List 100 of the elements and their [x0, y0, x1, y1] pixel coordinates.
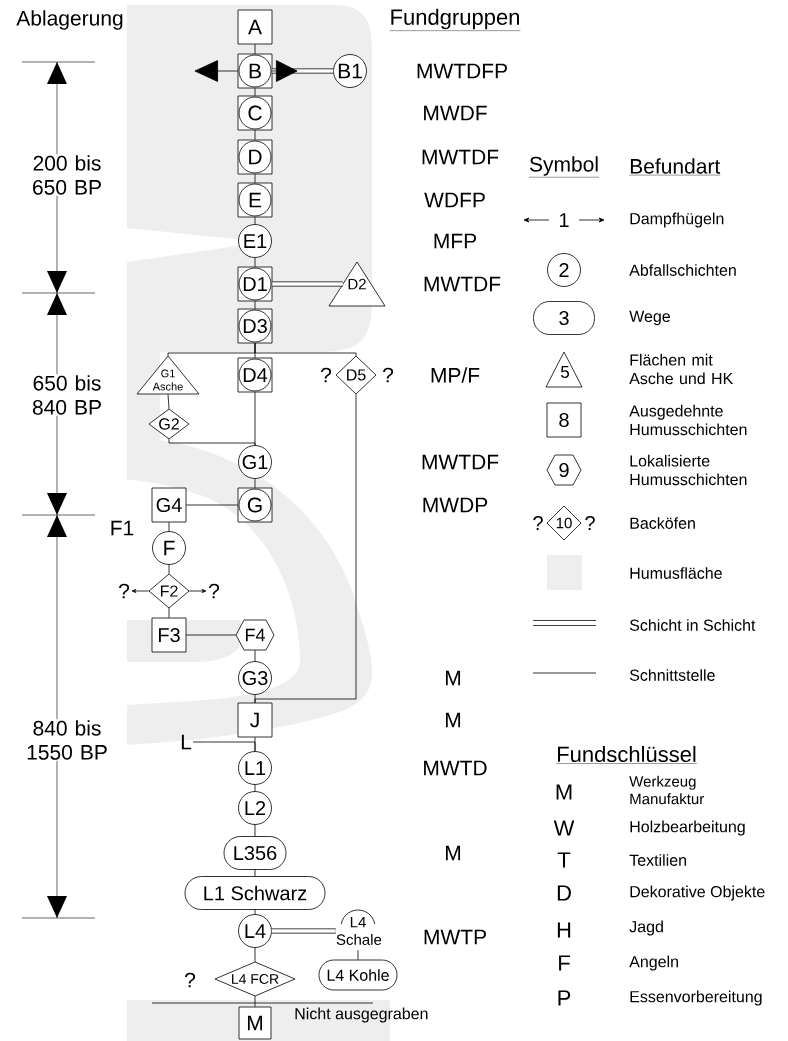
find-code: WDFP: [424, 192, 485, 208]
circle-in-square: D: [237, 139, 273, 175]
connector: [254, 257, 256, 268]
question-mark: ?: [585, 516, 595, 530]
connector: [254, 173, 256, 184]
double-connector: [272, 281, 343, 287]
layer-box: J: [237, 702, 273, 738]
connector: [192, 741, 256, 752]
area-label: Nicht ausgegraben: [295, 1007, 428, 1023]
legend-label: Schicht in Schicht: [629, 619, 756, 631]
time-range-label: 200 bis 650 BP: [23, 154, 111, 196]
layer-label: F1: [111, 520, 134, 536]
legend-label: Ausgedehnte Humusschichten: [629, 404, 747, 436]
key-letter: D: [557, 885, 571, 901]
rounded-node: L4 Kohle: [318, 959, 398, 991]
circle-in-square: E: [237, 182, 273, 218]
key-description: Werkzeug Manufaktur: [629, 775, 704, 805]
axis-title: Ablagerung: [16, 10, 123, 30]
find-code: M: [446, 845, 461, 861]
triangle-node: D2: [328, 261, 386, 307]
connector: [185, 504, 239, 506]
find-code: MWTD: [424, 760, 487, 776]
connector: [254, 824, 256, 837]
layer-box: M: [238, 1006, 272, 1040]
legend-label: Humusfläche: [630, 567, 722, 579]
question-mark: ?: [119, 583, 130, 599]
time-range-label: 840 bis 1550 BP: [23, 719, 111, 761]
legend-number: 2: [559, 263, 569, 277]
legend-number: 9: [559, 462, 569, 478]
column-heading: Fundgruppen: [389, 8, 521, 31]
key-description: Dekorative Objekte: [630, 885, 765, 901]
hexagon-node: F4: [235, 619, 275, 651]
find-code: MWDP: [423, 497, 488, 513]
connector: [168, 564, 170, 575]
connector: [254, 947, 256, 963]
connector: [254, 784, 256, 792]
question-mark: ?: [209, 583, 220, 599]
legend-label: Backöfen: [630, 517, 695, 529]
diamond-node: D5: [335, 355, 377, 395]
time-range-label: 650 bis 840 BP: [23, 374, 111, 416]
key-letter: F: [559, 955, 570, 971]
circle-in-square: B: [237, 53, 273, 89]
connector: [168, 438, 256, 446]
connector: [168, 521, 170, 532]
connector: [254, 909, 256, 915]
key-description: Textilien: [629, 854, 686, 866]
find-code: MWDF: [424, 105, 487, 121]
connector: [254, 478, 256, 489]
circle-in-square: D1: [237, 266, 273, 302]
key-letter: H: [557, 922, 571, 938]
column-heading: Befundart: [629, 158, 721, 176]
diamond-node: G2: [148, 408, 190, 440]
layer-box: G4: [151, 487, 187, 523]
question-mark: ?: [185, 972, 196, 988]
connector: [254, 129, 256, 141]
double-connector: [271, 928, 336, 934]
key-description: Holzbearbeitung: [630, 820, 745, 836]
key-letter: P: [558, 990, 571, 1006]
double-connector: [272, 68, 334, 74]
key-letter: W: [553, 820, 575, 836]
connector: [254, 649, 256, 662]
connector: [168, 607, 170, 619]
arc-node: L4 Schale: [336, 909, 382, 945]
legend-number: 3: [559, 310, 569, 326]
legend-number: 5: [560, 366, 569, 378]
legend-label: Lokalisierte Humusschichten: [630, 454, 747, 486]
circle-in-square: C: [237, 95, 273, 131]
connector: [254, 995, 256, 1008]
find-code: MWTDF: [424, 276, 501, 292]
question-mark: ?: [383, 367, 394, 383]
connector: [167, 393, 170, 410]
legend-label: Flächen mit Asche und HK: [629, 353, 734, 385]
find-code: MP/F: [431, 367, 480, 383]
key-letter: M: [556, 784, 572, 800]
arrow: [271, 60, 298, 82]
legend-label: Schnittstelle: [629, 669, 715, 681]
find-code: M: [446, 712, 461, 728]
layer-label: L: [181, 734, 192, 750]
table-heading: Fundschlüssel: [556, 745, 698, 764]
key-description: Essenvorbereitung: [630, 990, 762, 1006]
question-mark: ?: [321, 367, 332, 383]
legend-label: Wege: [629, 310, 670, 326]
find-code: M: [446, 670, 461, 686]
layer-box: A: [237, 9, 273, 45]
circle-in-square: G: [237, 487, 273, 523]
connector: [254, 342, 357, 357]
find-code: MFP: [434, 233, 477, 249]
key-description: Jagd: [629, 920, 663, 936]
connector: [357, 949, 359, 961]
connector: [254, 216, 256, 225]
legend-number: 10: [556, 517, 572, 529]
legend-label: Abfallschichten: [629, 264, 736, 276]
column-heading: Symbol: [528, 156, 600, 178]
circle-in-square: D4: [237, 357, 273, 393]
layer-box: F3: [151, 617, 187, 653]
connector: [254, 87, 256, 97]
connector: [254, 869, 256, 877]
connector: [254, 393, 357, 704]
arrow: [131, 589, 150, 593]
find-code: MWTDFP: [417, 63, 507, 79]
